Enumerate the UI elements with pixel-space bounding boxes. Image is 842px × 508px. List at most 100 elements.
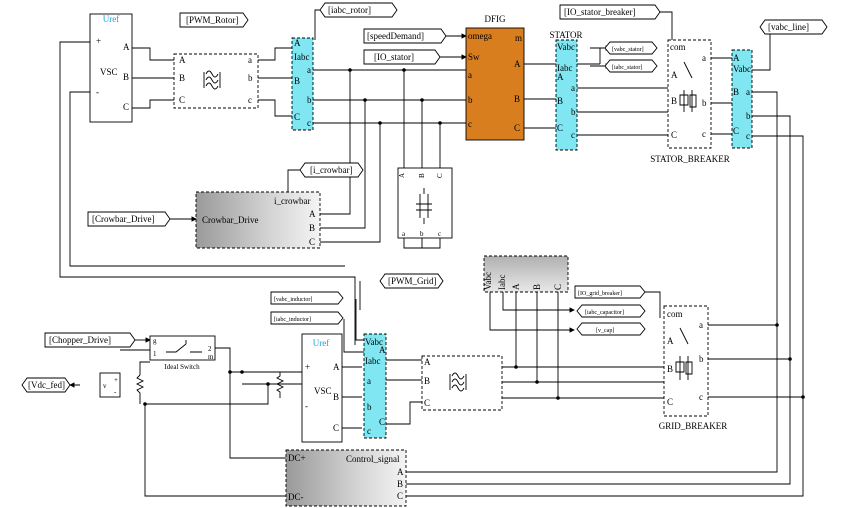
line-meas-right-a: a xyxy=(746,87,750,97)
grid-breaker-block[interactable]: com A B C a b c GRID_BREAKER xyxy=(659,305,728,431)
tag-chopper-drive[interactable]: [Chopper_Drive] xyxy=(44,332,136,348)
dfig-out-b: B xyxy=(514,94,520,104)
vsc-grid-block[interactable]: Uref VSC + - A B C xyxy=(301,333,343,443)
stator-breaker-left-b: B xyxy=(671,96,677,106)
vsc-rotor-minus: - xyxy=(96,87,99,97)
tag-io-grid-breaker-label: [IO_grid_breaker] xyxy=(578,291,622,297)
crowbar-load-bottom-a: a xyxy=(402,230,406,238)
tag-vabc-inductor[interactable]: [vabc_inductor] xyxy=(270,291,344,305)
tag-iabc-rotor-label: [iabc_rotor] xyxy=(328,5,371,15)
filter-grid-icon xyxy=(449,372,467,392)
tag-vabc-inductor-label: [vabc_inductor] xyxy=(274,297,312,303)
grid-meas-upper-c: C xyxy=(379,417,385,427)
line-meas-left-a: A xyxy=(733,53,740,63)
dfig-out-c: C xyxy=(514,123,520,133)
tag-crowbar-drive[interactable]: [Crowbar_Drive] xyxy=(87,211,171,227)
grid-breaker-right-b: b xyxy=(699,354,704,364)
tag-vabc-line-label: [vabc_line] xyxy=(768,22,809,32)
grid-meas-c: c xyxy=(367,426,371,436)
vdc-meas-minus: - xyxy=(114,388,117,396)
stator-meas-right-b: b xyxy=(571,107,576,117)
vdc-meas-block[interactable]: v + - xyxy=(99,372,145,404)
control-signal-title: Control_signal xyxy=(346,454,400,464)
tag-v-cap[interactable]: [v_cap] xyxy=(576,322,646,336)
stator-breaker-block[interactable]: com A B C a b c STATOR_BREAKER xyxy=(650,39,730,164)
vdc-resistor-icon xyxy=(135,374,145,404)
crowbar-drive-i-crowbar: i_crowbar xyxy=(274,196,310,206)
crowbar-drive-port-b: B xyxy=(309,223,315,233)
dfig-sw: Sw xyxy=(468,52,480,62)
vdc-meas-v: v xyxy=(103,382,107,390)
tag-vabc-line[interactable]: [vabc_line] xyxy=(759,19,828,35)
tag-io-stator-breaker[interactable]: [IO_stator_breaker] xyxy=(559,4,661,20)
vsc-grid-port-c: C xyxy=(333,423,339,433)
tag-pwm-grid-label: [PWM_Grid] xyxy=(388,276,437,286)
meas-rotor-block[interactable]: A Iabc B C a b c xyxy=(291,37,314,131)
cap-meas-block[interactable]: Vabc Iabc A B C xyxy=(483,255,569,293)
vsc-rotor-port-b: B xyxy=(123,72,129,82)
crowbar-drive-port-c: C xyxy=(309,237,315,247)
line-meas-left-b: B xyxy=(733,87,739,97)
ideal-switch-m: m xyxy=(208,353,214,361)
filter-rotor-in-a: A xyxy=(179,55,186,65)
grid-breaker-left-a: A xyxy=(667,336,674,346)
filter-grid-block[interactable]: A B C xyxy=(421,355,503,411)
crowbar-load-block[interactable]: A B C a b c xyxy=(397,167,453,239)
grid-breaker-left-c: C xyxy=(667,397,673,407)
dfig-block[interactable]: DFIG omega Sw m a b c A B C xyxy=(465,14,525,141)
tag-iabc-capacitor-label: [iabc_capacitor] xyxy=(585,310,624,316)
filter-rotor-block[interactable]: A B C a b c xyxy=(173,53,259,109)
dfig-in-a: a xyxy=(468,70,472,80)
vsc-rotor-uref: Uref xyxy=(103,14,120,24)
tag-io-stator-label: [IO_stator] xyxy=(374,52,414,62)
dfig-in-b: b xyxy=(468,95,473,105)
dfig-omega: omega xyxy=(468,31,492,41)
tag-vdc-fed[interactable]: [Vdc_fed] xyxy=(21,377,71,393)
vsc-grid-uref: Uref xyxy=(313,338,330,348)
grid-meas-vabc: Vabc xyxy=(365,337,383,347)
tag-vabc-stator[interactable]: [vabc_stator] xyxy=(604,41,658,55)
vdc-meas-plus: + xyxy=(114,376,118,384)
grid-breaker-title: GRID_BREAKER xyxy=(659,421,728,431)
grid-meas-block[interactable]: Vabc A Iabc a b C c xyxy=(363,333,387,439)
tag-iabc-inductor[interactable]: [iabc_inductor] xyxy=(270,311,344,325)
tag-speed-demand[interactable]: [speedDemand] xyxy=(363,28,447,44)
stator-breaker-switch-icon xyxy=(679,61,697,112)
tag-io-stator[interactable]: [IO_stator] xyxy=(363,49,441,65)
ideal-switch-g: g xyxy=(153,337,157,345)
vsc-rotor-port-a: A xyxy=(123,42,130,52)
crowbar-drive-block[interactable]: Crowbar_Drive i_crowbar A B C xyxy=(195,191,321,249)
vsc-grid-minus: - xyxy=(305,401,308,411)
ideal-switch-block[interactable]: g 1 2 m Ideal Switch xyxy=(149,335,216,371)
control-signal-block[interactable]: DC+ Control_signal DC- A B C xyxy=(285,449,407,507)
tag-chopper-drive-label: [Chopper_Drive] xyxy=(49,335,111,345)
tag-iabc-stator[interactable]: [iabc_stator] xyxy=(604,59,658,73)
tag-io-grid-breaker[interactable]: [IO_grid_breaker] xyxy=(574,285,646,299)
tag-iabc-stator-label: [iabc_stator] xyxy=(612,65,642,71)
line-meas-block[interactable]: A Vabc B C a b c xyxy=(731,49,753,149)
stator-breaker-com: com xyxy=(670,42,686,52)
crowbar-load-top-a: A xyxy=(398,173,406,178)
stator-meas-left-c: C xyxy=(557,123,563,133)
line-meas-right-c: c xyxy=(746,131,750,141)
crowbar-drive-port-a: A xyxy=(309,209,316,219)
grid-meas-upper-a: A xyxy=(379,345,386,355)
ideal-switch-title: Ideal Switch xyxy=(164,363,200,371)
control-signal-dcm: DC- xyxy=(288,492,304,502)
vsc-rotor-block[interactable]: Uref + VSC - A B C xyxy=(89,13,133,123)
tag-pwm-grid[interactable]: [PWM_Grid] xyxy=(379,273,444,289)
tag-iabc-rotor[interactable]: [iabc_rotor] xyxy=(319,2,398,18)
tag-iabc-capacitor[interactable]: [iabc_capacitor] xyxy=(576,304,646,318)
grid-breaker-switch-icon xyxy=(675,327,693,380)
ideal-switch-icon xyxy=(166,340,202,353)
stator-meas-block[interactable]: STATOR Vabc Iabc A B C a b c xyxy=(549,30,583,151)
tag-i-crowbar-label: [i_crowbar] xyxy=(310,165,352,175)
vsc-rotor-plus: + xyxy=(96,36,101,46)
meas-rotor-port-c: c xyxy=(307,118,311,128)
tag-i-crowbar[interactable]: [i_crowbar] xyxy=(299,162,364,178)
tag-pwm-rotor[interactable]: [PWM_Rotor] xyxy=(179,12,249,28)
control-signal-dcp: DC+ xyxy=(288,453,306,463)
ideal-switch-2: 2 xyxy=(208,345,212,353)
stator-breaker-right-b: b xyxy=(702,98,707,108)
